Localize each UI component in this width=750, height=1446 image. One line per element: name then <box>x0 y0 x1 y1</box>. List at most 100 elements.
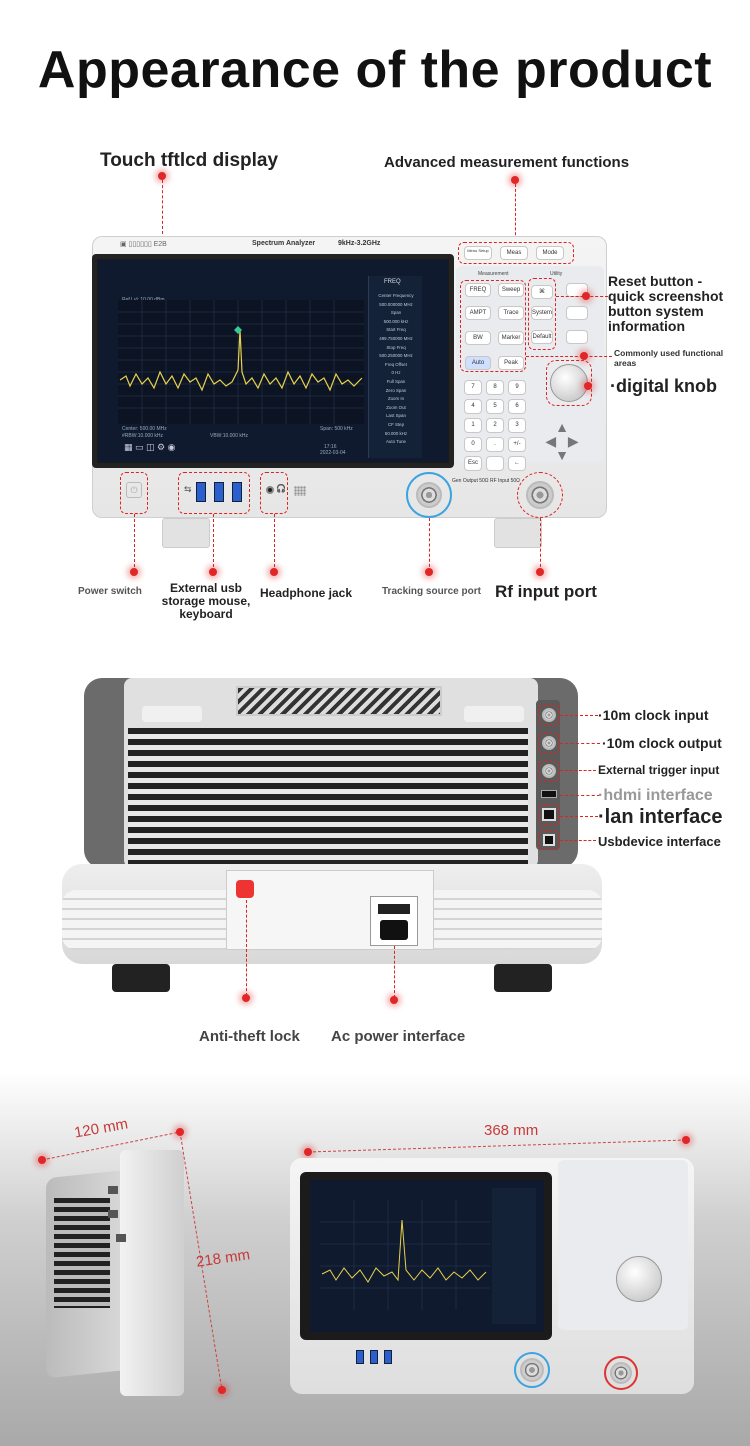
key-1[interactable]: 1 <box>464 418 482 433</box>
front-photo-usb <box>370 1350 378 1364</box>
menu-item[interactable]: Span <box>390 310 402 316</box>
menu-item[interactable]: Start Freq <box>386 327 406 333</box>
advanced-leader <box>515 184 516 240</box>
menu-item[interactable]: CF Step <box>387 421 405 427</box>
dimension-lines <box>41 1131 687 1391</box>
measurement-title: Measurement <box>478 271 509 277</box>
menu-item[interactable]: Full Span <box>386 378 406 384</box>
usb-port[interactable] <box>196 482 206 502</box>
key-dot[interactable]: . <box>486 437 504 452</box>
key-3[interactable]: 3 <box>508 418 526 433</box>
page-title: Appearance of the product <box>37 41 713 99</box>
key-blank[interactable] <box>486 456 504 471</box>
key-6[interactable]: 6 <box>508 399 526 414</box>
clock-input-port[interactable] <box>542 708 556 722</box>
side-port <box>108 1210 118 1218</box>
auto-button[interactable]: Auto <box>465 356 491 370</box>
side-port <box>108 1186 118 1194</box>
mode-button[interactable]: Mode <box>536 246 564 260</box>
reset-label-line: Reset button - <box>608 273 703 289</box>
ampt-button[interactable]: AMPT <box>465 306 491 320</box>
front-photo-usb <box>356 1350 364 1364</box>
screenshot-button[interactable]: ⌘ <box>531 285 553 299</box>
default-button[interactable]: Default <box>531 330 553 344</box>
menu-item[interactable]: Auto Tune <box>385 439 407 445</box>
rear-leader <box>560 795 600 796</box>
key-9[interactable]: 9 <box>508 380 526 395</box>
rear-label-text: 10m clock input <box>602 707 709 723</box>
usb-box <box>178 472 250 514</box>
front-photo-trace <box>320 1200 490 1310</box>
screen-menu <box>368 276 422 458</box>
menu-item[interactable]: Zero Span <box>385 387 407 393</box>
rear-foot <box>112 964 170 992</box>
power-box <box>120 472 148 514</box>
menu-item[interactable]: Last Span <box>386 413 406 419</box>
front-photo-rf-connector <box>610 1362 632 1384</box>
key-5[interactable]: 5 <box>486 399 504 414</box>
utility-blank-button[interactable] <box>566 306 588 320</box>
marker-button[interactable]: Marker <box>498 331 524 345</box>
device-foot <box>162 518 210 548</box>
hdmi-port[interactable] <box>541 790 557 798</box>
menu-setup-button[interactable]: Menu Setup <box>464 246 492 260</box>
peak-button[interactable]: Peak <box>498 356 524 370</box>
arrow-keys[interactable]: ▲◀ ▶▼ <box>545 419 579 463</box>
key-7[interactable]: 7 <box>464 380 482 395</box>
utility-blank-button[interactable] <box>566 330 588 344</box>
common-leader <box>526 356 612 357</box>
utility-title: Utility <box>550 271 563 277</box>
menu-item[interactable]: Center Frequency <box>378 293 414 298</box>
freq-button[interactable]: FREQ <box>465 283 491 297</box>
power-marker <box>130 568 138 576</box>
port-box <box>538 732 560 754</box>
power-switch-rear[interactable] <box>378 904 410 914</box>
sweep-button[interactable]: Sweep <box>498 283 524 297</box>
key-backspace[interactable]: ← <box>508 456 526 471</box>
usb-port[interactable] <box>214 482 224 502</box>
headphone-jack[interactable] <box>266 486 274 494</box>
clock-output-port[interactable] <box>542 736 556 750</box>
reset-label: Reset button - quick screenshot button s… <box>608 274 723 334</box>
antitheft-lock[interactable] <box>236 880 254 898</box>
system-button[interactable]: System <box>531 306 553 320</box>
trigger-input-port[interactable] <box>542 764 556 778</box>
key-sign[interactable]: +/- <box>508 437 526 452</box>
usb-device-port[interactable] <box>543 834 555 846</box>
screen-menu-title: FREQ <box>384 279 401 285</box>
rear-label-clock-out: ·10m clock output <box>602 735 722 751</box>
key-0[interactable]: 0 <box>464 437 482 452</box>
front-photo-menu <box>492 1188 536 1324</box>
power-icon[interactable]: ⏻ <box>126 482 142 498</box>
menu-item: 500.000 kHz <box>383 318 409 324</box>
digital-knob[interactable] <box>550 364 588 402</box>
rear-handle-right <box>464 706 524 722</box>
reset-label-line: button system <box>608 303 704 319</box>
screen-toolbar-icons[interactable]: ▦ ▭ ◫ ⚙ ◉ <box>124 442 176 452</box>
top-buttons-box <box>458 242 574 264</box>
key-4[interactable]: 4 <box>464 399 482 414</box>
rear-leader <box>560 715 598 716</box>
key-2[interactable]: 2 <box>486 418 504 433</box>
key-8[interactable]: 8 <box>486 380 504 395</box>
menu-item[interactable]: Freq Offset <box>385 361 407 367</box>
lan-port[interactable] <box>542 808 556 821</box>
rf-input-port[interactable] <box>526 481 554 509</box>
headphone-marker <box>270 568 278 576</box>
rf-leader <box>540 518 541 572</box>
side-front-panel <box>120 1150 184 1396</box>
menu-item[interactable]: Stop Freq <box>386 344 406 350</box>
menu-item[interactable]: Zoom In <box>387 396 405 402</box>
bw-button[interactable]: BW <box>465 331 491 345</box>
screen-menu-items[interactable]: Center Frequency 500.000000 MHz Span 500… <box>370 292 422 447</box>
menu-item[interactable]: Zoom Out <box>386 404 406 410</box>
ac-power-interface[interactable] <box>380 920 408 940</box>
ac-leader <box>394 946 395 998</box>
trace-button[interactable]: Trace <box>498 306 524 320</box>
tracking-source-port[interactable] <box>416 482 442 508</box>
rear-label-text: lan interface <box>604 806 723 828</box>
key-esc[interactable]: Esc <box>464 456 482 471</box>
meas-button[interactable]: Meas <box>500 246 528 260</box>
power-label: Power switch <box>78 586 142 597</box>
usb-port[interactable] <box>232 482 242 502</box>
